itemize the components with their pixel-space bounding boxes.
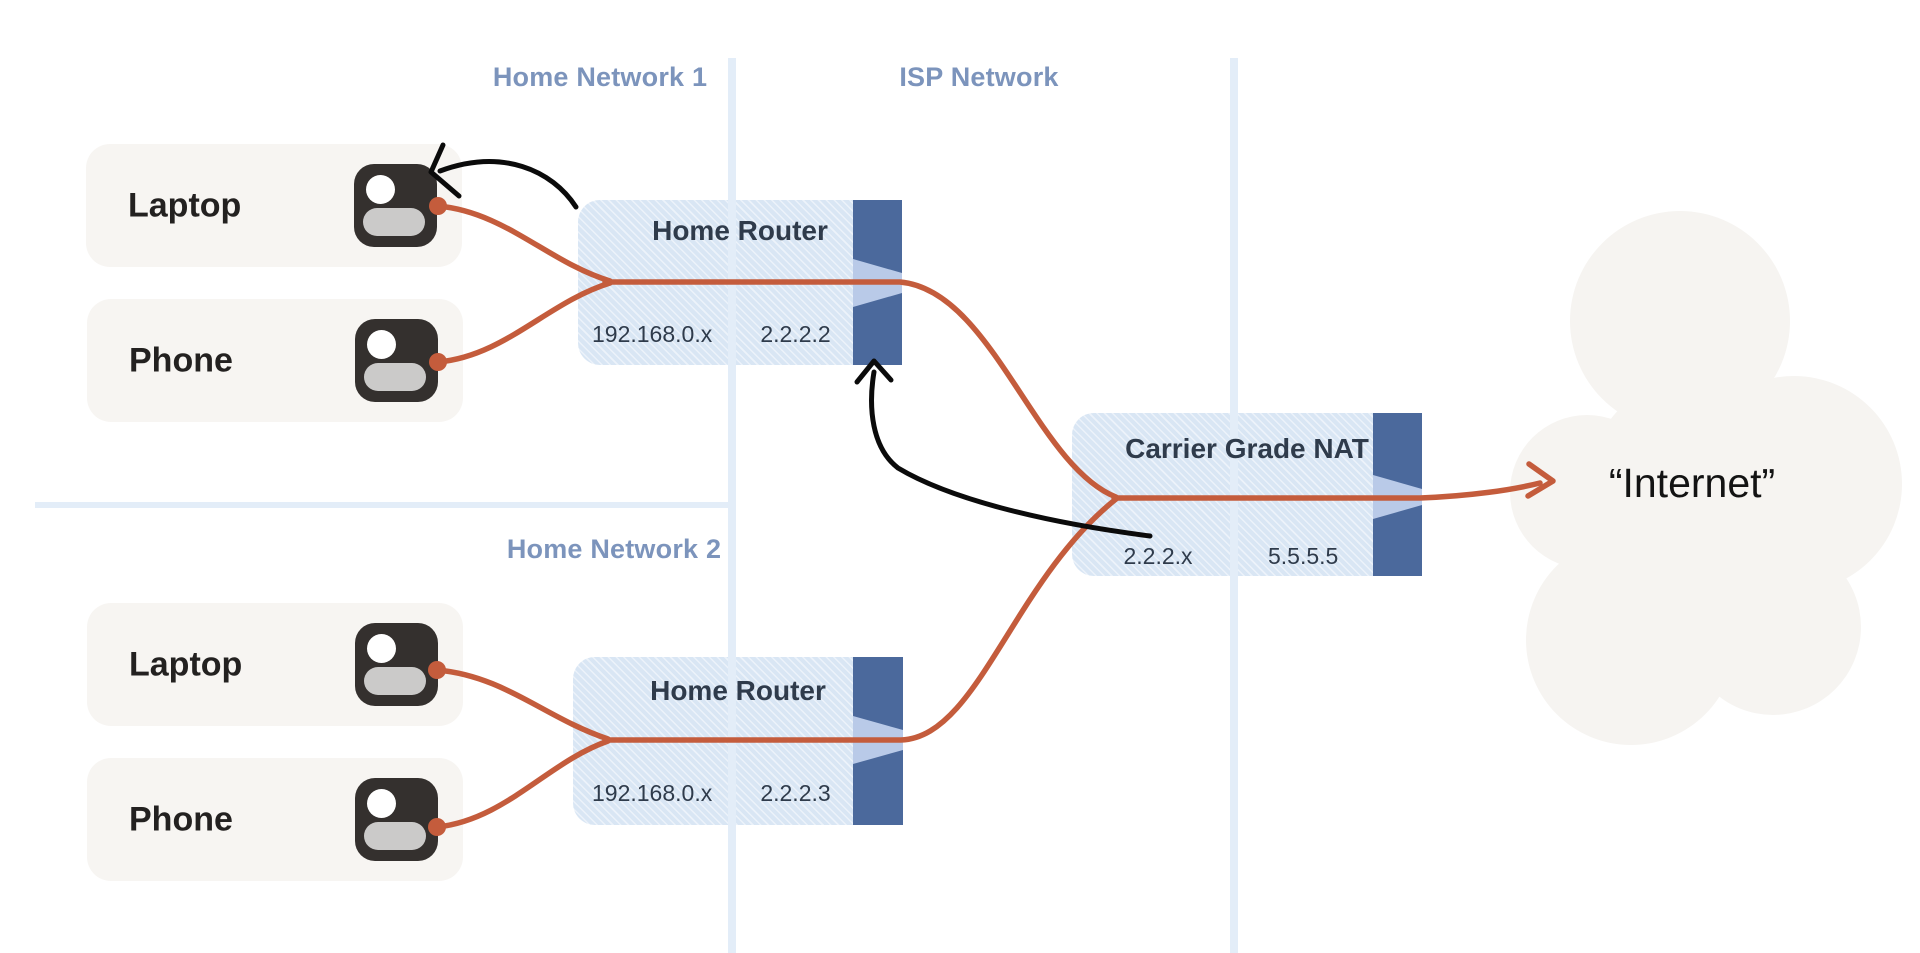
cloud-lobe	[1685, 539, 1861, 715]
zone-divider-home1-home2	[35, 502, 731, 508]
device-label: Laptop	[129, 645, 243, 683]
zone-label-home-network-1: Home Network 1	[492, 62, 708, 92]
zone-label-home-network-2: Home Network 2	[506, 534, 722, 564]
router-title: Home Router	[652, 215, 828, 246]
cgnat-lan-ip: 2.2.2.x	[1123, 543, 1193, 569]
cloud-lobe	[1590, 380, 1790, 580]
cloud-lobe	[1526, 535, 1736, 745]
device-card-laptop-1: Laptop	[86, 144, 462, 267]
device-icon-head	[367, 330, 396, 359]
cgnat-title: Carrier Grade NAT	[1125, 433, 1369, 464]
user-device-icon	[355, 623, 438, 706]
device-icon-head	[367, 634, 396, 663]
router-wan-ip: 2.2.2.3	[760, 780, 831, 806]
internet-label: “Internet”	[1608, 460, 1776, 506]
router-lan-ip: 192.168.0.x	[592, 780, 713, 806]
router-title: Home Router	[650, 675, 826, 706]
home-router-2-box: Home Router 192.168.0.x 2.2.2.3	[573, 657, 903, 825]
device-icon-body	[364, 667, 426, 695]
device-card-laptop-2: Laptop	[87, 603, 463, 726]
device-icon-body	[364, 822, 426, 850]
user-device-icon	[354, 164, 437, 247]
device-label: Laptop	[128, 186, 242, 224]
home-router-1-box: Home Router 192.168.0.x 2.2.2.2	[578, 200, 902, 365]
device-card-phone-2: Phone	[87, 758, 463, 881]
user-device-icon	[355, 319, 438, 402]
device-icon-body	[364, 363, 426, 391]
device-icon-head	[366, 175, 395, 204]
cgnat-wan-ip: 5.5.5.5	[1268, 543, 1339, 569]
cloud-lobe	[1570, 211, 1790, 431]
zone-divider-isp-internet	[1230, 58, 1238, 953]
zone-label-isp-network: ISP Network	[899, 62, 1059, 92]
device-icon-head	[367, 789, 396, 818]
device-label: Phone	[129, 341, 233, 379]
router-wan-ip: 2.2.2.2	[760, 321, 831, 347]
router-lan-ip: 192.168.0.x	[592, 321, 713, 347]
device-card-phone-1: Phone	[87, 299, 463, 422]
carrier-grade-nat-box: Carrier Grade NAT 2.2.2.x 5.5.5.5	[1072, 413, 1422, 576]
device-label: Phone	[129, 800, 233, 838]
device-icon-body	[363, 208, 425, 236]
user-device-icon	[355, 778, 438, 861]
